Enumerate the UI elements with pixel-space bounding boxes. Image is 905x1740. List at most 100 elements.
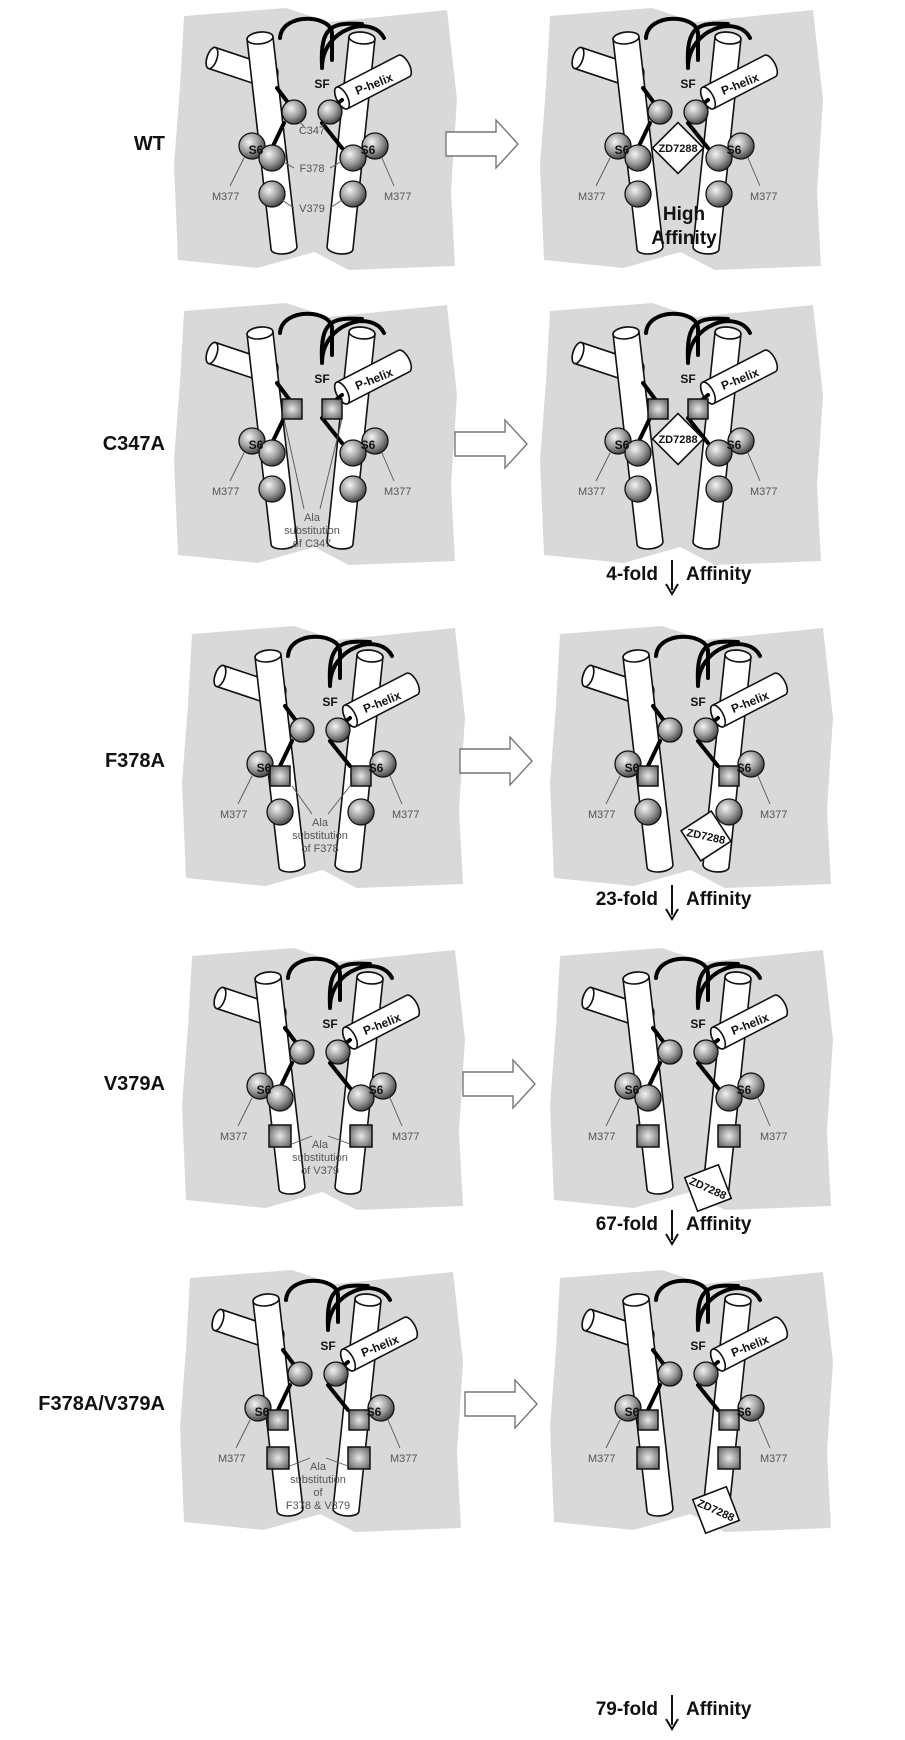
residue-c347-left (290, 718, 314, 742)
sf-label: SF (680, 77, 695, 91)
residue-c347-left (288, 1362, 312, 1386)
residue-v379-left (259, 476, 285, 502)
high-affinity-line-1: Affinity (651, 228, 717, 249)
m377-label-left: M377 (212, 191, 240, 203)
f378-label: F378 (299, 163, 324, 175)
fold-change-label: 4-fold (606, 564, 658, 585)
channel-panel-before: S6S6SFP-helixM377M377Alasubstitutionof C… (174, 303, 457, 565)
ala-caption-line-1: substitution (292, 830, 348, 842)
s6-label-left: S6 (615, 143, 630, 157)
ala-substitution-v379-left (269, 1125, 291, 1147)
residue-c347-right (684, 100, 708, 124)
ala-caption-line-1: substitution (284, 525, 340, 537)
transition-arrow (463, 1060, 535, 1108)
affinity-change: 4-fold Affinity (606, 560, 752, 594)
m377-label-left: M377 (212, 486, 240, 498)
residue-c347-right (694, 718, 718, 742)
channel-panel-before: S6S6SFP-helixM377M377AlasubstitutionofF3… (180, 1270, 463, 1532)
ala-substitution-v379-left (267, 1447, 289, 1469)
s6-label-right: S6 (369, 761, 384, 775)
s6-label-right: S6 (737, 1083, 752, 1097)
affinity-label: Affinity (686, 1214, 752, 1235)
residue-v379-right (340, 181, 366, 207)
ala-caption-line-0: Ala (310, 1461, 327, 1473)
s6-label-right: S6 (727, 438, 742, 452)
residue-c347-left (282, 100, 306, 124)
transition-arrow (455, 420, 527, 468)
s6-label-left: S6 (625, 1083, 640, 1097)
residue-c347-right (694, 1040, 718, 1064)
s6-label-left: S6 (625, 1405, 640, 1419)
sf-label: SF (690, 1017, 705, 1031)
ala-substitution-v379-left (637, 1125, 659, 1147)
s6-label-right: S6 (737, 1405, 752, 1419)
affinity-label: Affinity (686, 889, 752, 910)
affinity-change: 67-foldAffinity (596, 1210, 752, 1244)
residue-c347-right (324, 1362, 348, 1386)
sf-label: SF (690, 1339, 705, 1353)
s6-label-left: S6 (249, 438, 264, 452)
s6-label-left: S6 (625, 761, 640, 775)
sf-label: SF (314, 77, 329, 91)
affinity-change: 79-foldAffinity (596, 1695, 752, 1729)
m377-label-right: M377 (750, 486, 778, 498)
residue-c347-right (318, 100, 342, 124)
residue-v379-right (706, 476, 732, 502)
m377-label-right: M377 (392, 1131, 420, 1143)
m377-label-right: M377 (750, 191, 778, 203)
high-affinity-line-0: High (663, 204, 705, 225)
m377-label-left: M377 (588, 809, 616, 821)
m377-label-left: M377 (220, 1131, 248, 1143)
residue-c347-left (658, 1040, 682, 1064)
s6-label-left: S6 (615, 438, 630, 452)
s6-label-right: S6 (367, 1405, 382, 1419)
s6-label-left: S6 (255, 1405, 270, 1419)
s6-label-right: S6 (369, 1083, 384, 1097)
channel-panel-after: S6S6SFP-helixM377M377ZD7288HighAffinity (540, 8, 823, 270)
residue-v379-right (706, 181, 732, 207)
c347-label: C347 (299, 125, 325, 137)
m377-label-right: M377 (760, 1453, 788, 1465)
ala-substitution-c347-left (648, 399, 668, 419)
m377-label-right: M377 (392, 809, 420, 821)
residue-v379-right (716, 799, 742, 825)
m377-label-left: M377 (588, 1131, 616, 1143)
residue-v379-left (259, 181, 285, 207)
row-f378a-v379a: F378A/V379AS6S6SFP-helixM377M377Alasubst… (38, 1270, 833, 1729)
channel-panel-before: S6S6SFP-helixM377M377Alasubstitutionof V… (182, 948, 465, 1210)
ala-caption-line-0: Ala (312, 817, 329, 829)
m377-label-left: M377 (218, 1453, 246, 1465)
channel-panel-after: S6S6SFP-helixM377M377ZD7288 (550, 1270, 833, 1544)
drug-label: ZD7288 (658, 143, 697, 155)
residue-v379-left (267, 799, 293, 825)
ala-substitution-v379-right (718, 1125, 740, 1147)
residue-c347-right (326, 1040, 350, 1064)
residue-v379-left (635, 799, 661, 825)
ala-substitution-v379-right (350, 1125, 372, 1147)
residue-v379-right (348, 799, 374, 825)
channel-panel-after: S6S6SFP-helixM377M377ZD7288 (550, 948, 833, 1222)
ala-substitution-f378-left (638, 766, 658, 786)
sf-label: SF (690, 695, 705, 709)
s6-label-right: S6 (361, 438, 376, 452)
ala-caption-line-2: of V379 (301, 1165, 339, 1177)
s6-label-left: S6 (257, 761, 272, 775)
sf-label: SF (322, 1017, 337, 1031)
residue-v379-left (625, 476, 651, 502)
transition-arrow (460, 737, 532, 785)
residue-c347-left (658, 1362, 682, 1386)
m377-label-left: M377 (578, 486, 606, 498)
ala-caption-line-3: F378 & V379 (286, 1500, 350, 1512)
m377-label-right: M377 (384, 191, 412, 203)
residue-c347-left (658, 718, 682, 742)
m377-label-right: M377 (390, 1453, 418, 1465)
residue-v379-left (625, 181, 651, 207)
residue-c347-right (326, 718, 350, 742)
affinity-label: Affinity (686, 564, 752, 585)
ala-caption-line-2: of (313, 1487, 323, 1499)
ala-caption-line-1: substitution (290, 1474, 346, 1486)
